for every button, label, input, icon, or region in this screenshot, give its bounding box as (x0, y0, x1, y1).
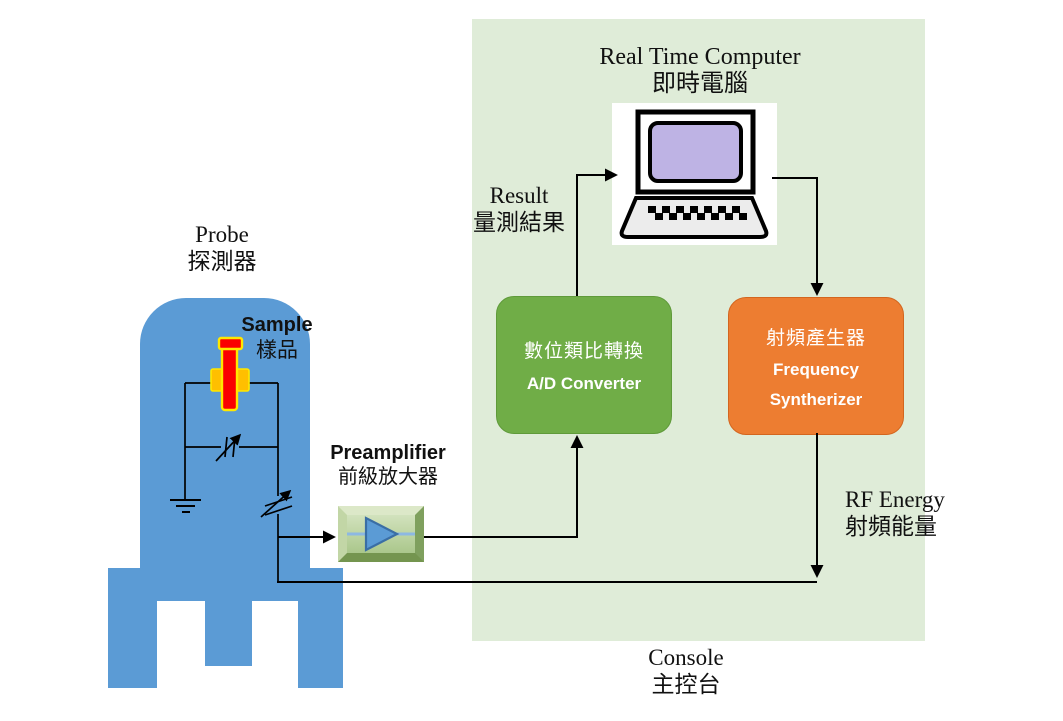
synthesizer-label-zh: 射頻產生器 (765, 327, 866, 349)
sample-label: Sample 樣品 (234, 313, 320, 363)
real-time-computer-label-en: Real Time Computer (599, 44, 801, 70)
console-label-en: Console (648, 645, 724, 670)
synthesizer-label-en2: Syntherizer (769, 389, 863, 409)
synthesizer-label-en1: Frequency (773, 359, 859, 379)
preamplifier-label: Preamplifier 前級放大器 (320, 441, 456, 489)
sample-label-en: Sample (241, 314, 313, 336)
ad-converter-label-en: A/D Converter (526, 374, 642, 393)
console-label: Console 主控台 (626, 644, 746, 698)
probe-label: Probe 探測器 (147, 221, 297, 275)
sample-label-zh: 樣品 (256, 339, 298, 362)
real-time-computer-label: Real Time Computer 即時電腦 (560, 44, 840, 98)
rf-energy-label-en: RF Energy (845, 487, 945, 512)
amplifier-icon (347, 516, 415, 552)
result-label-zh: 量測結果 (473, 210, 565, 235)
ad-converter-box: 數位類比轉換 A/D Converter (496, 296, 672, 434)
probe-shape-base (108, 568, 343, 601)
preamplifier-label-zh: 前級放大器 (338, 466, 438, 488)
preamplifier-box (338, 506, 424, 562)
real-time-computer-label-zh: 即時電腦 (652, 71, 748, 97)
preamplifier-label-en: Preamplifier (330, 442, 446, 464)
frequency-synthesizer-box: 射頻產生器 Frequency Syntherizer (728, 297, 904, 435)
probe-shape-leg-middle (205, 600, 252, 666)
result-label: Result 量測結果 (455, 182, 583, 236)
computer-image-backdrop (612, 103, 777, 245)
console-label-zh: 主控台 (651, 672, 721, 697)
probe-label-zh: 探測器 (187, 249, 257, 274)
probe-label-en: Probe (195, 222, 249, 247)
result-label-en: Result (489, 183, 549, 208)
probe-shape-leg-right (298, 600, 343, 688)
rf-energy-label: RF Energy 射頻能量 (845, 486, 955, 540)
rf-energy-label-zh: 射頻能量 (845, 514, 937, 539)
ad-converter-label-zh: 數位類比轉換 (523, 341, 644, 362)
probe-shape-leg-left (108, 600, 157, 688)
